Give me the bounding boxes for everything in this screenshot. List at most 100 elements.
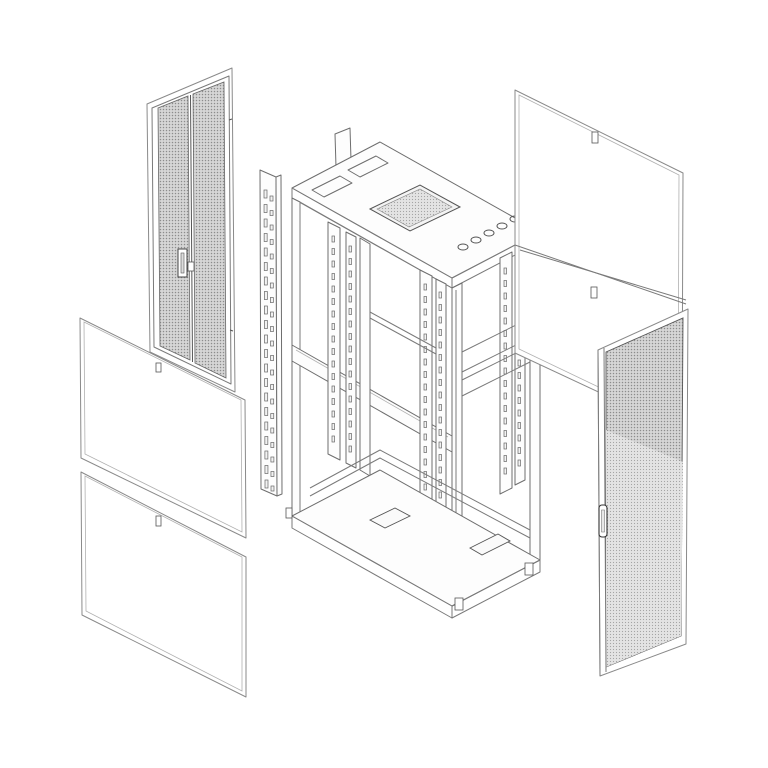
rail-slot xyxy=(348,258,352,265)
rail-slot xyxy=(423,446,427,453)
rail-slot xyxy=(348,395,352,403)
rail-slot xyxy=(331,298,335,305)
rail-slot xyxy=(423,396,427,403)
rail-slot xyxy=(348,370,352,378)
rail-slot xyxy=(263,218,268,228)
rail-slot xyxy=(331,410,335,418)
rail-slot xyxy=(517,397,521,404)
rail-slot xyxy=(503,330,507,337)
rail-slot xyxy=(438,454,442,461)
rail-slot xyxy=(438,341,442,349)
rail-slot xyxy=(270,471,275,477)
rail-slot xyxy=(423,358,427,366)
rail-slot xyxy=(270,297,274,303)
rail-slot xyxy=(438,466,442,474)
rail-slot xyxy=(264,421,269,431)
rail-slot xyxy=(269,195,274,202)
rail-slot xyxy=(517,409,521,417)
rail-slot xyxy=(438,291,442,299)
rail-slot xyxy=(517,372,521,379)
rail-slot xyxy=(331,398,335,405)
rail-slot xyxy=(270,311,274,318)
rail-slot xyxy=(264,392,269,402)
rail-slot xyxy=(423,383,427,391)
rail-slot xyxy=(348,245,352,253)
rail-slot xyxy=(423,483,427,491)
rail-slot xyxy=(348,333,352,340)
rail-slot xyxy=(423,296,427,303)
rail-slot xyxy=(517,459,521,467)
rail-slot xyxy=(270,369,274,376)
rail-slot xyxy=(263,233,268,242)
rail-slot xyxy=(503,305,507,312)
vertical-pdu-rail xyxy=(259,169,283,497)
rail-slot xyxy=(331,335,335,343)
rail-slot xyxy=(331,285,335,293)
rail-slot xyxy=(348,358,352,365)
rail-slot xyxy=(348,445,352,453)
rail-slot xyxy=(348,283,352,290)
rail-slot xyxy=(517,384,521,392)
rail-slot xyxy=(438,366,442,374)
rail-slot xyxy=(503,280,507,287)
rail-slot xyxy=(438,354,442,361)
rail-slot xyxy=(503,417,507,425)
rail-slot xyxy=(331,360,335,368)
rail-slot xyxy=(269,282,274,289)
rail-slot xyxy=(270,326,274,332)
rail-slot xyxy=(269,239,274,245)
rail-slot xyxy=(438,379,442,386)
rail-slot xyxy=(270,485,275,492)
rail-slot xyxy=(503,292,507,300)
rail-slot xyxy=(517,422,521,429)
rail-slot xyxy=(438,304,442,311)
side-panel-lower-left xyxy=(80,471,247,698)
rail-slot xyxy=(348,345,352,353)
rail-slot xyxy=(423,333,427,341)
rail-slot xyxy=(270,340,274,347)
rail-slot xyxy=(348,308,352,315)
rail-slot xyxy=(263,204,268,213)
rail-slot xyxy=(438,391,442,399)
rail-slot xyxy=(264,465,269,474)
rail-slot xyxy=(269,224,274,231)
rail-slot xyxy=(517,447,521,454)
rail-slot xyxy=(517,434,521,442)
rail-slot xyxy=(423,321,427,328)
rail-slot xyxy=(263,247,268,257)
rail-slot xyxy=(264,291,268,300)
rail-slot xyxy=(503,430,507,437)
rail-slot xyxy=(423,346,427,353)
rail-slot xyxy=(264,349,268,358)
rail-slot xyxy=(269,253,274,260)
rail-slot xyxy=(348,433,352,440)
rail-slot xyxy=(331,373,335,380)
rail-slot xyxy=(264,334,268,344)
rail-slot xyxy=(423,421,427,428)
side-panel-upper-left xyxy=(79,317,247,539)
rail-slot xyxy=(331,423,335,430)
rail-slot xyxy=(264,363,268,373)
rail-slot xyxy=(270,456,275,463)
rail-slot xyxy=(269,268,274,274)
rail-slot xyxy=(269,210,274,216)
rail-slot xyxy=(438,316,442,324)
rail-slot xyxy=(348,420,352,428)
rail-slot xyxy=(264,479,269,489)
rack-frame xyxy=(285,141,541,619)
rail-slot xyxy=(503,267,507,275)
rail-slot xyxy=(331,323,335,330)
rail-slot xyxy=(503,467,507,475)
rail-slot xyxy=(438,441,442,449)
rail-slot xyxy=(503,405,507,412)
rail-slot xyxy=(263,189,268,199)
rail-slot xyxy=(423,458,427,466)
rail-slot xyxy=(438,416,442,424)
rail-slot xyxy=(503,392,507,400)
rail-slot xyxy=(270,427,275,434)
rail-slot xyxy=(438,329,442,336)
rail-slot xyxy=(503,455,507,462)
rail-slot xyxy=(423,308,427,316)
rail-slot xyxy=(264,378,268,387)
